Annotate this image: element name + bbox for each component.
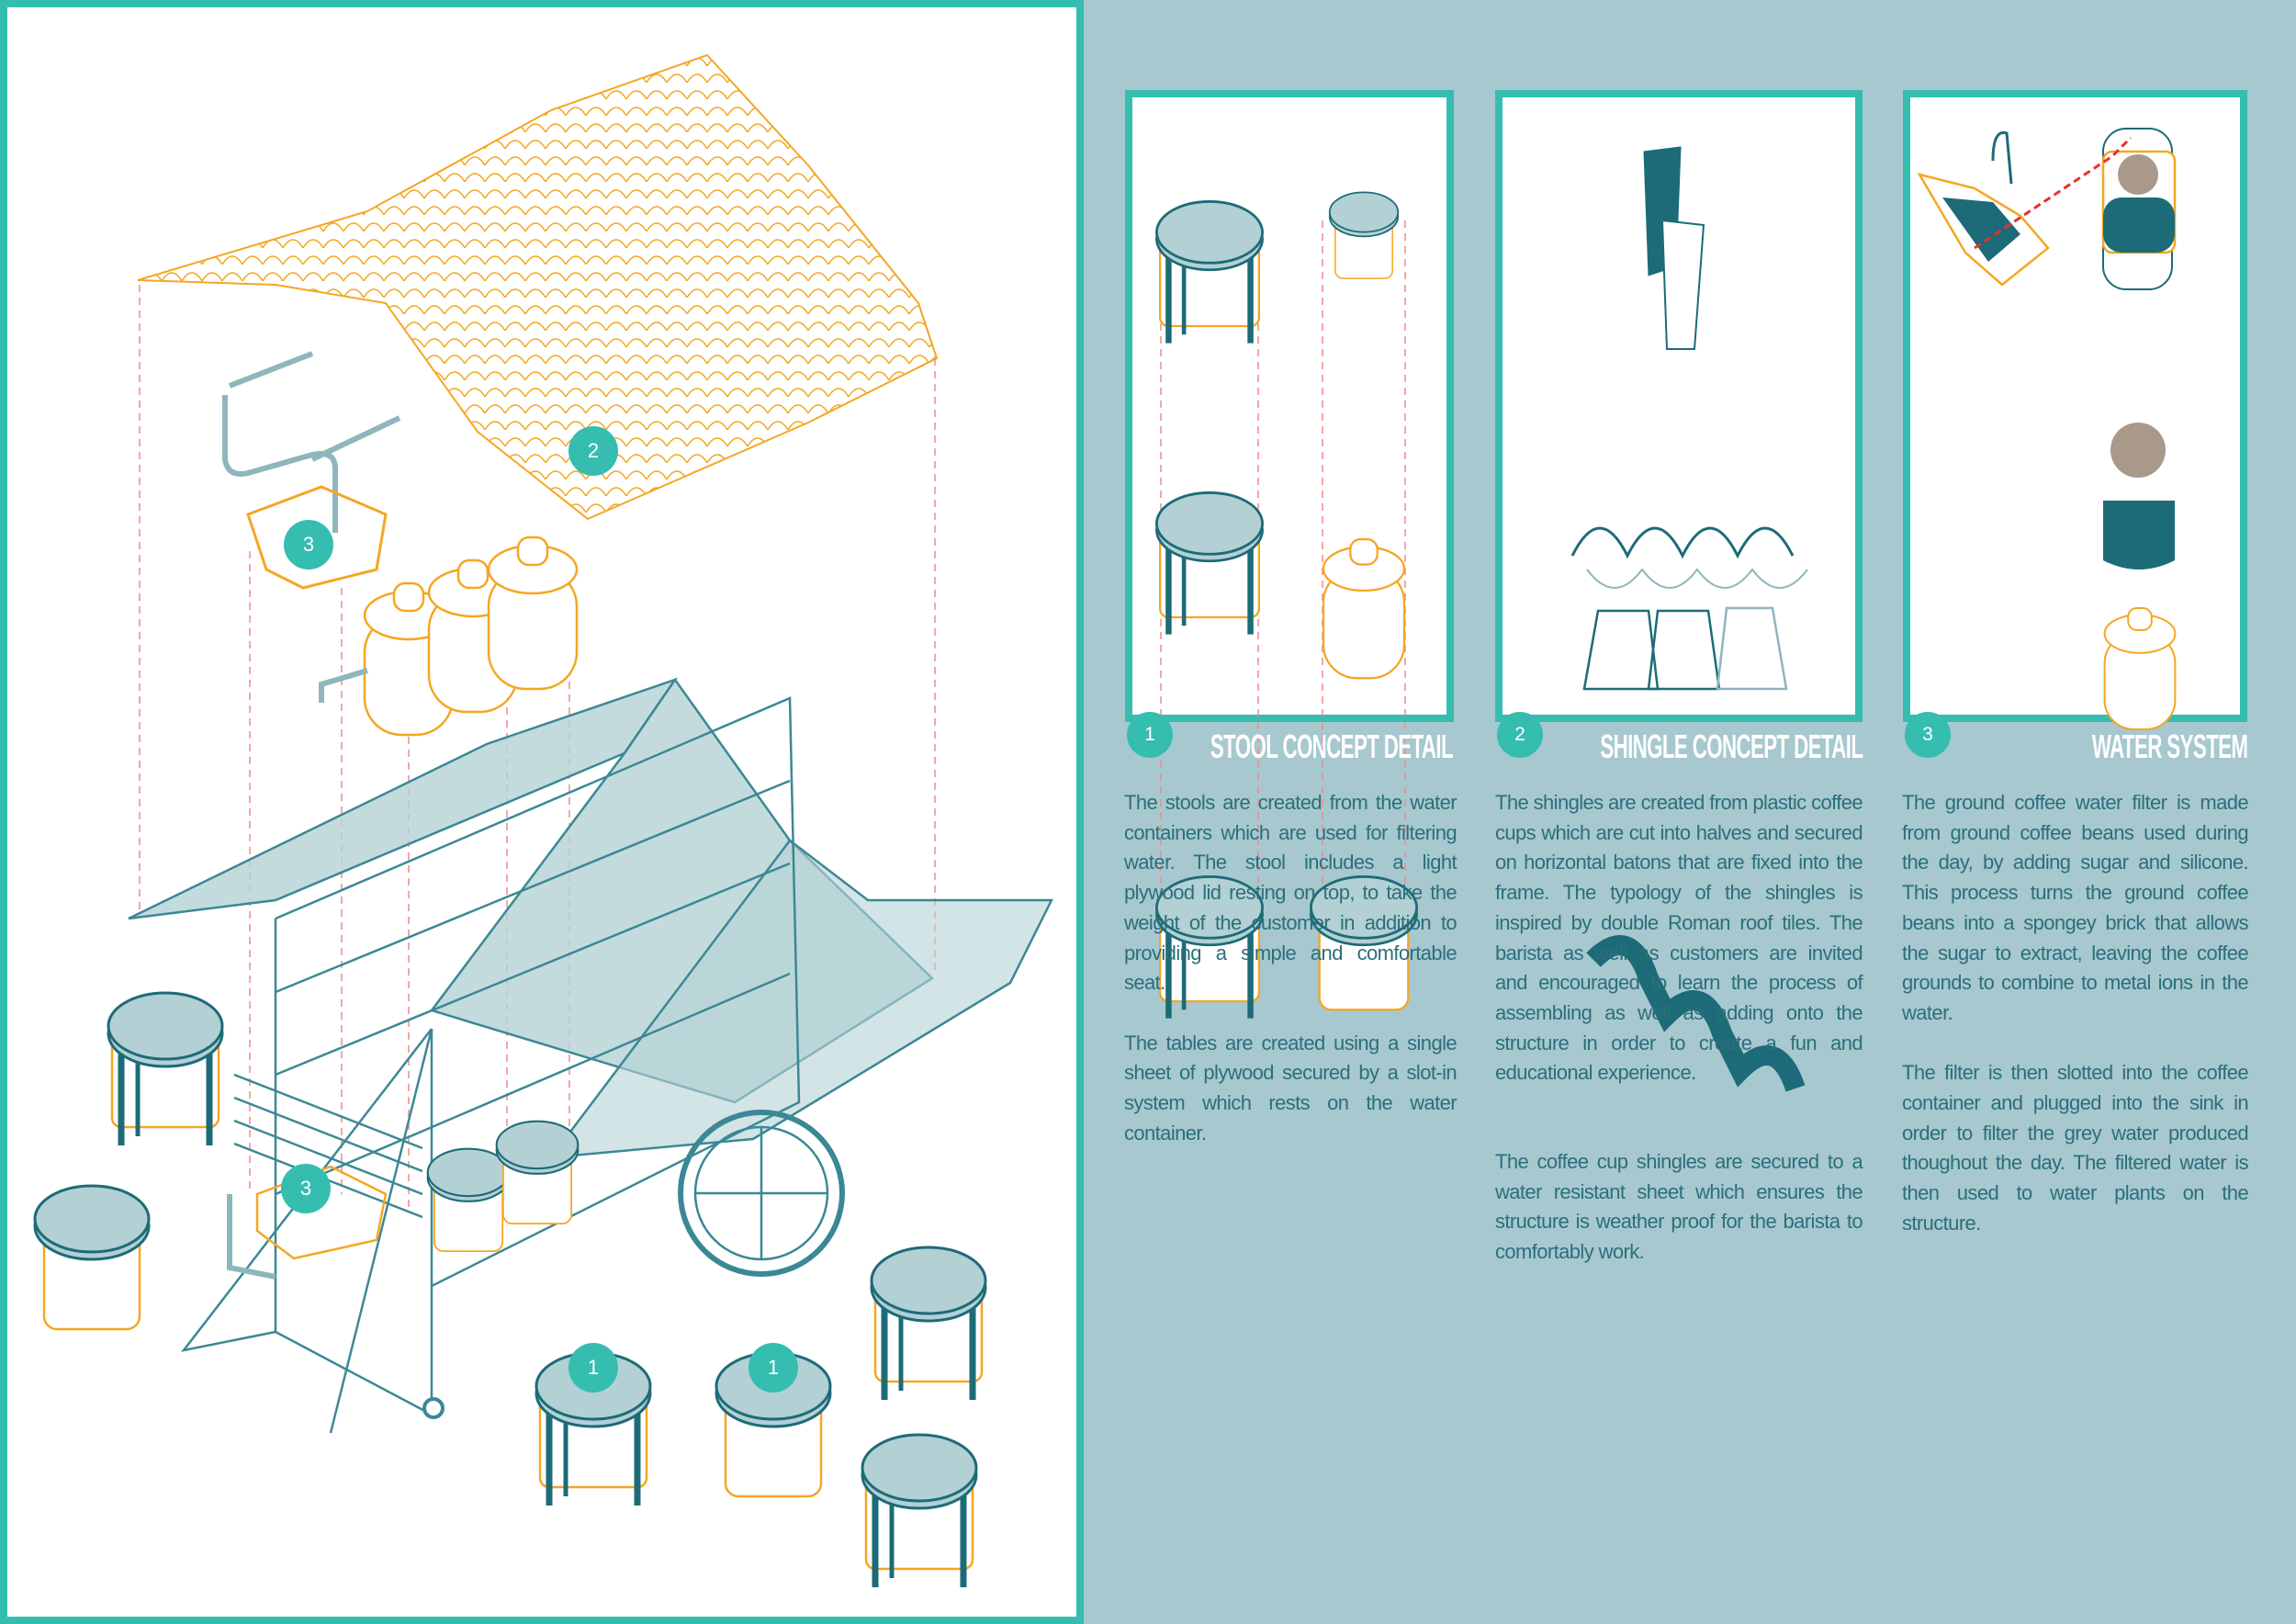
detail-title-2: SHINGLE CONCEPT DETAIL (1599, 727, 1863, 765)
paragraph: The coffee cup shingles are secured to a… (1495, 1150, 1863, 1264)
callout-badge-stool-2: 1 (748, 1343, 798, 1393)
detail-box-1 (1125, 90, 1454, 1019)
callout-badge-shingles: 2 (568, 426, 618, 476)
paragraph: The shingles are created from plastic co… (1495, 791, 1863, 1085)
detail-title-1: STOOL CONCEPT DETAIL (1210, 727, 1454, 765)
detail-text-3: The ground coffee water filter is made f… (1902, 788, 2249, 1269)
detail-number-2: 2 (1497, 712, 1543, 758)
detail-title-3: WATER SYSTEM (2091, 727, 2248, 765)
sink-and-rail (222, 351, 401, 590)
coffee-cart (128, 677, 1054, 1434)
paragraph: The filter is then slotted into the coff… (1902, 1061, 2249, 1235)
detail-number-1: 1 (1127, 712, 1173, 758)
paragraph: The ground coffee water filter is made f… (1902, 791, 2249, 1024)
paragraph: The stools are created from the water co… (1124, 791, 1458, 995)
shingle-roof (137, 53, 939, 521)
detail-text-2: The shingles are created from plastic co… (1495, 788, 1863, 1298)
detail-box-3 (1903, 90, 2247, 731)
water-containers (319, 536, 579, 737)
detail-number-3: 3 (1905, 712, 1951, 758)
callout-badge-sink-top: 3 (284, 520, 333, 570)
detail-text-1: The stools are created from the water co… (1124, 788, 1458, 1179)
paragraph: The tables are created using a single sh… (1124, 1031, 1458, 1145)
callout-badge-stool-1: 1 (568, 1343, 618, 1393)
callout-badge-sink-bottom: 3 (281, 1164, 331, 1213)
detail-box-2 (1495, 90, 1863, 1092)
